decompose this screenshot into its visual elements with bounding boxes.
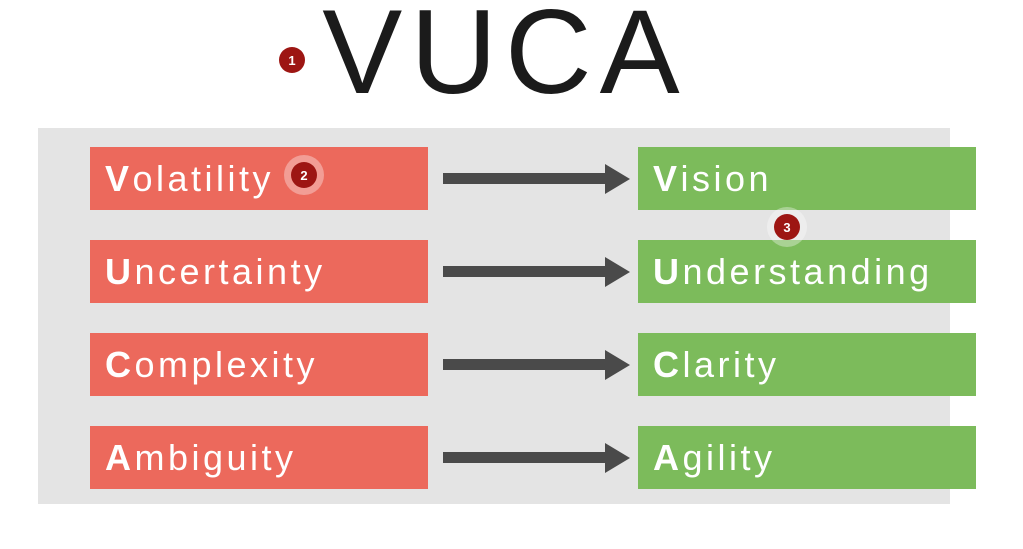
- ambiguity-initial: A: [105, 436, 135, 478]
- arrow-head: [605, 256, 630, 287]
- arrow-icon: [443, 349, 630, 380]
- arrow-icon: [443, 256, 630, 287]
- arrow-shaft: [443, 359, 605, 370]
- uncertainty-label: ncertainty: [134, 250, 326, 292]
- vision-initial: V: [653, 157, 681, 199]
- clarity-label: larity: [682, 343, 780, 385]
- agility-initial: A: [653, 436, 683, 478]
- complexity-label: omplexity: [134, 343, 319, 385]
- understanding-initial: U: [653, 250, 683, 292]
- uncertainty-initial: U: [105, 250, 135, 292]
- arrow-shaft: [443, 452, 605, 463]
- arrow-shaft: [443, 173, 605, 184]
- understanding-label: nderstanding: [682, 250, 933, 292]
- annotation-badge-1[interactable]: 1: [279, 47, 305, 73]
- volatility-label: olatility: [132, 157, 275, 199]
- annotation-badge-3[interactable]: 3: [774, 214, 800, 240]
- arrow-icon: [443, 442, 630, 473]
- annotation-badge-2[interactable]: 2: [291, 162, 317, 188]
- agility-label: gility: [682, 436, 776, 478]
- arrow-shaft: [443, 266, 605, 277]
- clarity-initial: C: [653, 343, 683, 385]
- volatility-initial: V: [105, 157, 133, 199]
- page-title: VUCA: [322, 0, 688, 119]
- arrow-head: [605, 442, 630, 473]
- arrow-head: [605, 163, 630, 194]
- ambiguity-label: mbiguity: [134, 436, 297, 478]
- vision-label: ision: [680, 157, 773, 199]
- arrow-icon: [443, 163, 630, 194]
- complexity-initial: C: [105, 343, 135, 385]
- arrow-head: [605, 349, 630, 380]
